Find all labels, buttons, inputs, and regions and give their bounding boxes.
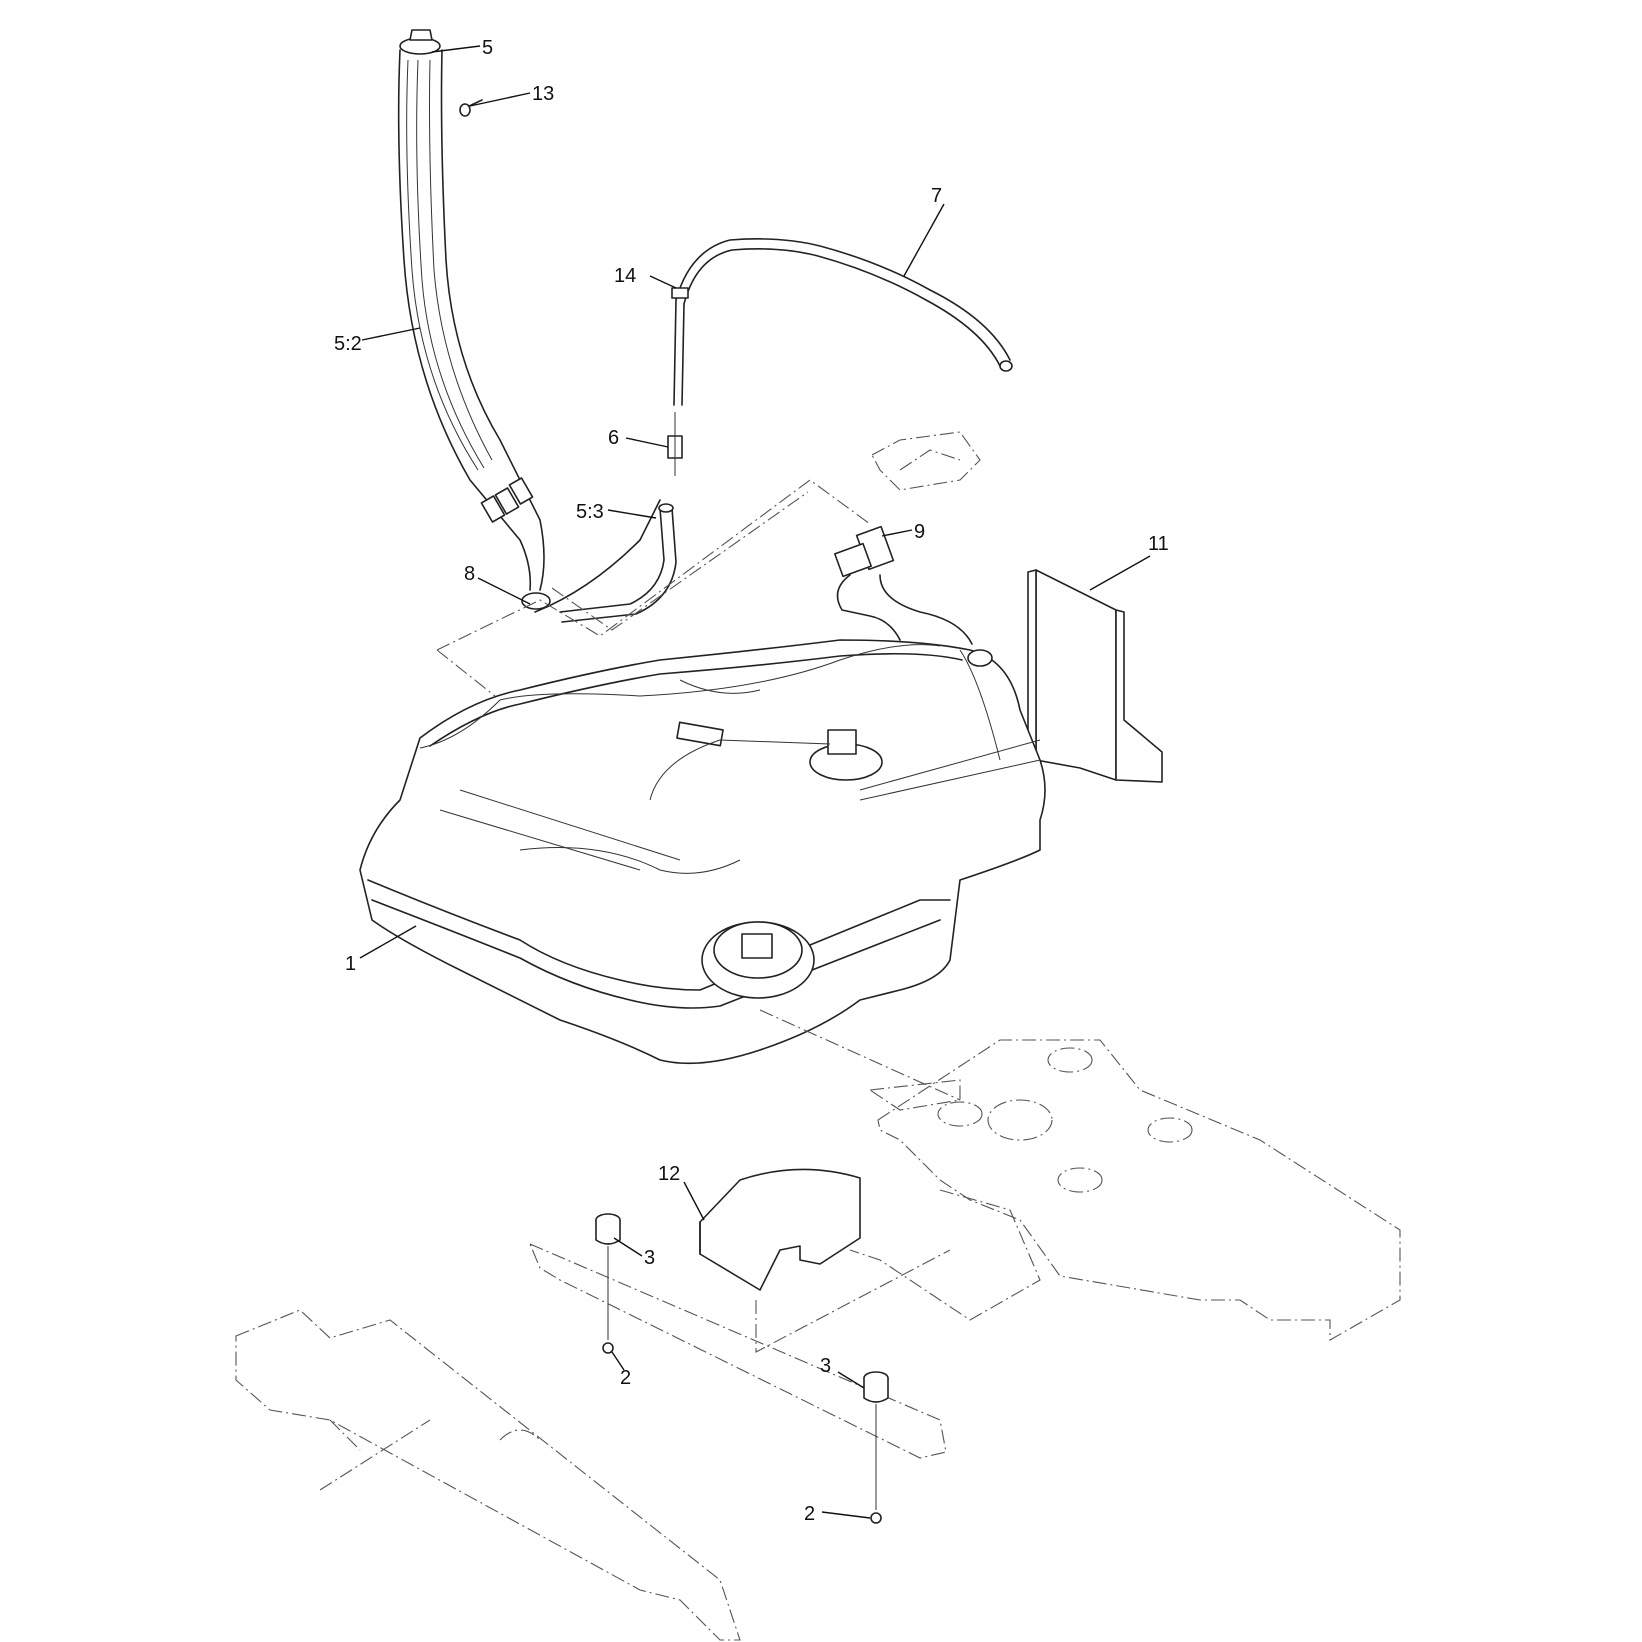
fuel-tank (359, 639, 1046, 1065)
callout-6: 6 (608, 427, 619, 449)
phantom-cross-rail (528, 1242, 951, 1459)
phantom-frame-rail (235, 1309, 741, 1641)
mounting-bracket (699, 1168, 861, 1291)
heat-shield (1027, 569, 1163, 783)
phantom-references-top (436, 431, 981, 701)
filler-neck (397, 29, 661, 613)
callout-8: 8 (464, 563, 475, 585)
callout-2-upper: 2 (620, 1367, 631, 1389)
screw-part (459, 99, 483, 117)
callout-14: 14 (614, 265, 636, 287)
vent-hose (673, 238, 1013, 406)
nut-lower (870, 1512, 882, 1524)
callout-5-2: 5:2 (334, 333, 362, 355)
hose-clamp (671, 287, 689, 299)
callout-5-3: 5:3 (576, 501, 604, 523)
nut-upper (602, 1342, 614, 1354)
quick-connect-fitting (834, 525, 973, 645)
callout-1: 1 (345, 953, 356, 975)
short-hose (559, 503, 677, 623)
callout-12: 12 (658, 1163, 680, 1185)
leader-lines (359, 45, 1151, 1519)
callout-3-upper: 3 (644, 1247, 655, 1269)
callout-13: 13 (532, 83, 554, 105)
callout-labels: 5 13 7 14 5:2 6 5:3 9 11 8 1 12 3 2 3 2 (334, 37, 1169, 1525)
phantom-frame-plate (759, 1009, 1401, 1341)
callout-7: 7 (931, 185, 942, 207)
callout-5: 5 (482, 37, 493, 59)
breather-fittings (480, 477, 534, 523)
callout-3-lower: 3 (820, 1355, 831, 1377)
callout-2-lower: 2 (804, 1503, 815, 1525)
callout-9: 9 (914, 521, 925, 543)
rubber-bumper-lower (863, 1371, 889, 1510)
hose-fitting (667, 412, 683, 476)
callout-11: 11 (1148, 533, 1169, 555)
